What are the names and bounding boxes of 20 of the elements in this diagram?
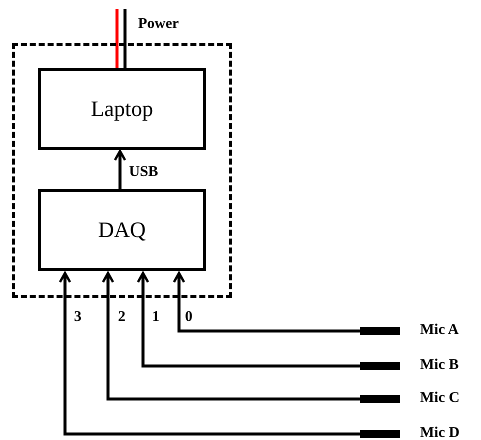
microphone-bar [360, 395, 400, 403]
arrow [172, 272, 360, 332]
dashed-enclosure [12, 43, 232, 298]
process-box [38, 189, 206, 271]
box-label: Laptop [90, 96, 154, 122]
arrow [58, 272, 360, 436]
microphone-label: Mic C [420, 390, 460, 407]
microphone-bar [360, 362, 400, 370]
power-wire [116, 9, 118, 68]
arrow [114, 150, 126, 189]
process-box [38, 68, 206, 150]
arrow [102, 272, 360, 400]
microphone-bar [360, 430, 400, 438]
power-wire [124, 9, 126, 68]
arrow [136, 272, 360, 368]
microphone-bar [360, 327, 400, 335]
microphone-label: Mic D [420, 425, 460, 440]
microphone-label: Mic A [420, 322, 459, 339]
box-label: DAQ [98, 217, 146, 243]
microphone-label: Mic B [420, 357, 459, 374]
